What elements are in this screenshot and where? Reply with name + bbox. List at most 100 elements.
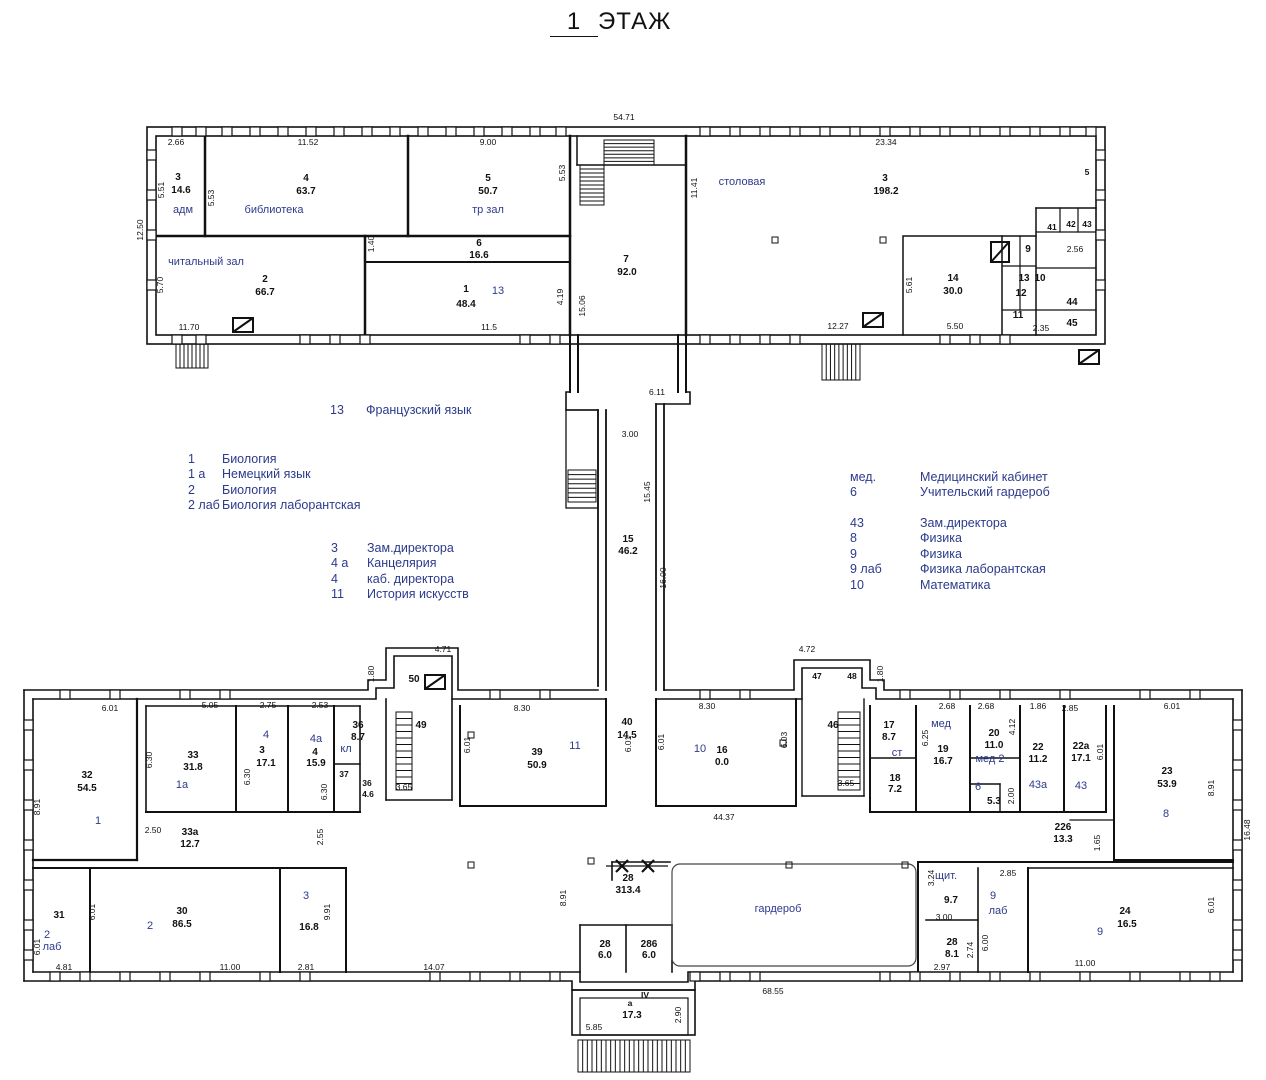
room-label-room-3b-area: 198.2 — [873, 186, 898, 197]
window — [219, 689, 231, 700]
window — [999, 126, 1011, 137]
dimension-label-dim-11-70: 11.70 — [179, 322, 200, 332]
window — [146, 149, 157, 161]
window — [719, 971, 731, 982]
room-label-room-3-no: 3 — [175, 172, 181, 183]
dimension-label-dim-15-45: 15.45 — [642, 481, 652, 503]
dimension-label-dim-3-65b: 3.65 — [838, 778, 855, 788]
room-tag-tag-1: 1 — [95, 815, 101, 827]
dimension-label-dim-6-30a: 6.30 — [144, 751, 154, 768]
window — [1029, 126, 1041, 137]
legend-value: Физика лаборантская — [920, 562, 1046, 577]
room-label-room-3-area: 14.6 — [171, 185, 191, 196]
window — [23, 799, 34, 811]
floor-word: ЭТАЖ — [598, 8, 672, 35]
room-label-room-19-area: 16.7 — [933, 756, 953, 767]
dimension-label-dim-1-80b: 1.80 — [875, 665, 885, 682]
room-label-room-6-no: 6 — [476, 238, 482, 249]
dimension-label-dim-6-01i: 6.01 — [623, 735, 633, 752]
dimension-label-dim-11-00a: 11.00 — [220, 962, 241, 972]
dimension-label-dim-68-55: 68.55 — [762, 986, 784, 996]
stair-north-b — [603, 139, 655, 166]
room-label-room-5-no: 5 — [485, 173, 491, 184]
room-label-room-28-no: 28 — [622, 873, 634, 884]
room-tag-tag-2: 2 — [147, 920, 153, 932]
window — [259, 971, 271, 982]
room-label-room-22-no: 22 — [1032, 742, 1044, 753]
window — [389, 126, 401, 137]
dimension-label-dim-5-50: 5.50 — [947, 321, 964, 331]
dimension-label-dim-6-03: 6.03 — [779, 731, 789, 748]
window — [445, 126, 457, 137]
window — [1232, 839, 1243, 851]
dimension-label-dim-9-91: 9.91 — [322, 903, 332, 920]
room-label-room-6b-area: 5.3 — [987, 796, 1001, 807]
window — [759, 126, 771, 137]
dimension-label-dim-1-80a: 1.80 — [366, 665, 376, 682]
dimension-label-dim-4-19: 4.19 — [555, 288, 565, 305]
room-label-room-3c-area: 17.1 — [256, 758, 276, 769]
stair-corridor — [567, 469, 597, 503]
window — [171, 126, 183, 137]
dimension-label-dim-2-75: 2.75 — [260, 700, 277, 710]
legend-row: 3 Зам.директора — [331, 541, 469, 556]
room-label-room-31-no: 31 — [53, 910, 65, 921]
window — [159, 971, 171, 982]
stair-south-east — [837, 711, 861, 791]
window — [249, 126, 261, 137]
room-label-room-41-no: 41 — [1047, 222, 1057, 232]
dimension-label-dim-11-52: 11.52 — [298, 137, 319, 147]
dimension-label-dim-5-61: 5.61 — [904, 276, 914, 293]
legend-value: Биология лаборантская — [222, 498, 361, 513]
room-label-room-226-no: 226 — [1055, 822, 1072, 833]
dimension-label-dim-5-51: 5.51 — [156, 181, 166, 198]
window — [879, 126, 891, 137]
dimension-label-dim-4-72: 4.72 — [799, 644, 816, 654]
columns — [467, 236, 909, 869]
window — [1095, 149, 1106, 161]
dimension-label-dim-16-00: 16.00 — [658, 567, 668, 589]
dimension-label-dim-6-30c: 6.30 — [319, 783, 329, 800]
window — [749, 971, 761, 982]
legend-value: Зам.директора — [367, 541, 454, 555]
column — [587, 857, 595, 865]
room-label-room-16-area: 0.0 — [715, 757, 729, 768]
legend-key: мед. — [850, 470, 877, 484]
room-label-room-46-no: 46 — [827, 720, 839, 731]
window — [789, 334, 801, 345]
window — [529, 126, 541, 137]
room-tag-tag-2lab-t: лаб — [43, 941, 62, 953]
room-tag-tag-13: 13 — [492, 285, 504, 297]
room-label-room-49-no: 49 — [415, 720, 427, 731]
legend-value: Медицинский кабинет — [920, 470, 1048, 484]
window — [146, 279, 157, 291]
room-tag-tag-10: 10 — [694, 743, 706, 755]
room-tag-tag-2lab-n: 2 — [44, 929, 50, 941]
dimension-label-dim-6-01c: 6.01 — [462, 736, 472, 753]
room-label-room-39-area: 50.9 — [527, 760, 547, 771]
room-label-room-28-area: 313.4 — [615, 885, 640, 896]
room-label-room-50-no: 50 — [408, 674, 420, 685]
dimension-label-dim-1-40: 1.40 — [366, 235, 376, 252]
window — [333, 126, 345, 137]
window — [699, 689, 711, 700]
room-label-room-39-no: 39 — [531, 747, 543, 758]
dimension-label-dim-3-65a: 3.65 — [396, 782, 413, 792]
dimension-label-dim-6-01f: 6.01 — [87, 903, 97, 920]
dimension-label-dim-2-85a: 2.85 — [1062, 703, 1079, 713]
dimension-label-dim-11-41: 11.41 — [689, 177, 699, 198]
legend-value: История искусств — [367, 587, 469, 602]
window — [359, 334, 371, 345]
room-label-room-17-no: 17 — [883, 720, 895, 731]
window — [1232, 879, 1243, 891]
legend-key: 3 — [331, 541, 338, 555]
room-tag-tag-garderob: гардероб — [755, 903, 802, 915]
room-label-room-7-area: 92.0 — [617, 267, 637, 278]
dimension-label-dim-2-97: 2.97 — [934, 962, 951, 972]
room-tag-tag-1a: 1а — [176, 779, 189, 791]
